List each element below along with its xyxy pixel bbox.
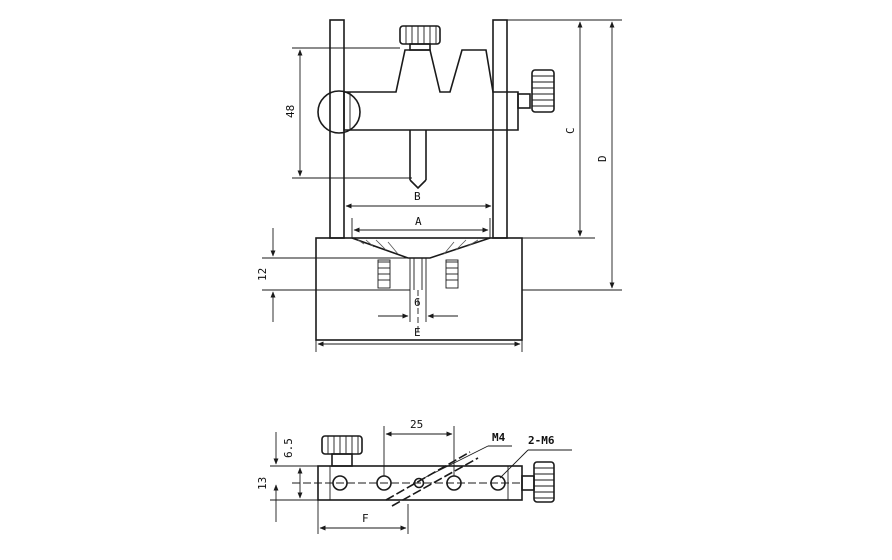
spindle-tip bbox=[409, 179, 427, 190]
note-M4-leader bbox=[419, 445, 489, 481]
dim-25-label: 25 bbox=[410, 418, 423, 431]
dim-E-label: E bbox=[414, 326, 421, 339]
slanted-slot bbox=[385, 451, 479, 507]
dim-D-label: D bbox=[596, 155, 609, 162]
dim-B-label: B bbox=[414, 190, 421, 203]
note-2M6-label: 2-M6 bbox=[528, 434, 555, 447]
side-knob-icon bbox=[517, 69, 555, 113]
dim-48-label: 48 bbox=[284, 105, 297, 118]
lock-knob-icon bbox=[317, 90, 361, 134]
front-dimensions: 48 B A C D 12 6 E bbox=[256, 19, 622, 352]
note-2M6-leader bbox=[499, 449, 529, 479]
v-groove bbox=[351, 237, 491, 259]
dim-C-label: C bbox=[564, 127, 577, 134]
dim-6-5-label: 6.5 bbox=[282, 438, 295, 458]
threaded-hole-left-icon bbox=[377, 259, 391, 289]
left-post bbox=[329, 19, 345, 239]
right-post bbox=[492, 19, 508, 239]
top-knob-icon bbox=[399, 25, 441, 51]
note-M4-label: M4 bbox=[492, 431, 506, 444]
dim-12-label: 12 bbox=[256, 268, 269, 281]
v-groove-hatching bbox=[357, 239, 479, 255]
top-view bbox=[292, 435, 555, 507]
dim-F-label: F bbox=[362, 512, 369, 525]
top-view-side-knob-icon bbox=[521, 461, 555, 503]
top-view-knob-icon bbox=[321, 435, 363, 467]
top-dimensions: 25 M4 2-M6 6.5 13 F bbox=[256, 418, 572, 534]
dim-A-label: A bbox=[415, 215, 422, 228]
front-view bbox=[315, 19, 555, 341]
carriage-body bbox=[343, 49, 519, 131]
threaded-hole-right-icon bbox=[445, 259, 459, 289]
dim-6-label: 6 bbox=[414, 296, 421, 309]
dim-13-label: 13 bbox=[256, 477, 269, 490]
base-block bbox=[315, 237, 523, 341]
